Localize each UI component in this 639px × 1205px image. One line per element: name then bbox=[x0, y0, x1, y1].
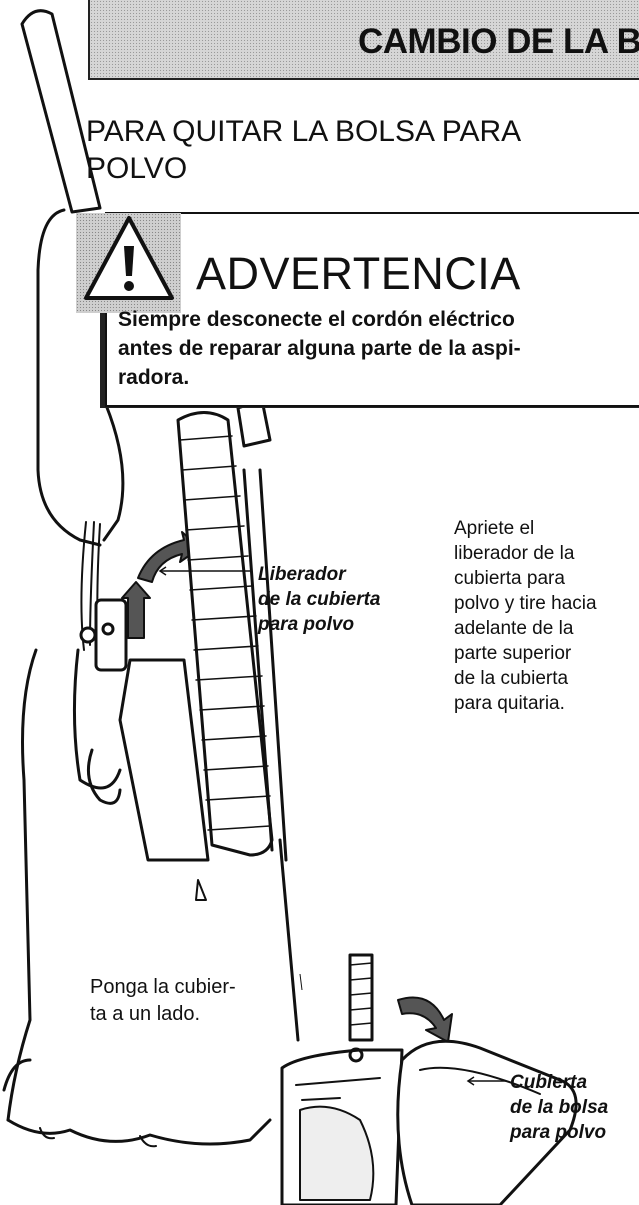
release-callout-line2: de la cubierta bbox=[258, 589, 381, 610]
release-callout-line3: para polvo bbox=[258, 614, 355, 635]
step1-line: Apriete el bbox=[454, 518, 535, 539]
instruction-step-1: Apriete el liberador de la cubierta para… bbox=[454, 516, 639, 716]
step1-line: adelante de la bbox=[454, 618, 574, 639]
cover-callout-label: Cubierta de la bolsa para polvo bbox=[510, 1070, 608, 1145]
step1-line: cubierta para bbox=[454, 568, 565, 589]
warning-title: ADVERTENCIA bbox=[196, 248, 521, 299]
vacuum-base bbox=[6, 1118, 272, 1146]
vacuum-body-left bbox=[6, 648, 38, 1122]
vacuum-handle bbox=[20, 9, 102, 214]
section-heading-line1: PARA QUITAR LA BOLSA PARA bbox=[86, 115, 522, 148]
step1-line: liberador de la bbox=[454, 543, 575, 564]
dust-bag bbox=[299, 1105, 375, 1201]
dust-cover bbox=[118, 658, 210, 862]
section-heading: PARA QUITAR LA BOLSA PARA POLVO bbox=[86, 113, 606, 187]
instruction-step-2: Ponga la cubier- ta a un lado. bbox=[90, 974, 236, 1028]
vacuum-body-upper bbox=[36, 208, 102, 547]
warning-body: Siempre desconecte el cordón eléctrico a… bbox=[118, 305, 618, 392]
section-heading-line2: POLVO bbox=[86, 152, 188, 185]
hose-lower bbox=[348, 953, 374, 1042]
header-banner bbox=[88, 0, 639, 80]
warning-box bbox=[105, 212, 639, 407]
cover-callout-line2: de la bolsa bbox=[510, 1097, 609, 1118]
step1-line: polvo y tire hacia bbox=[454, 593, 597, 614]
step1-line: para quitaria. bbox=[454, 693, 565, 714]
warning-body-line2: antes de reparar alguna parte de la aspi… bbox=[118, 337, 521, 360]
warning-body-line1: Siempre desconecte el cordón eléctrico bbox=[118, 308, 515, 331]
step1-line: de la cubierta bbox=[454, 668, 569, 689]
step1-line: parte superior bbox=[454, 643, 572, 664]
cover-callout-line3: para polvo bbox=[510, 1122, 607, 1143]
cover-callout-line1: Cubierta bbox=[510, 1072, 588, 1093]
bag-cover bbox=[396, 1039, 578, 1205]
release-lever bbox=[94, 598, 128, 672]
release-callout-label: Liberador de la cubierta para polvo bbox=[258, 562, 381, 637]
step2-line2: ta a un lado. bbox=[90, 1003, 201, 1025]
step2-line1: Ponga la cubier- bbox=[90, 976, 236, 998]
page-title: CAMBIO DE LA B bbox=[358, 22, 639, 61]
release-callout-line1: Liberador bbox=[258, 564, 346, 585]
warning-body-line3: radora. bbox=[118, 366, 190, 389]
warning-triangle-exclamation-icon bbox=[84, 216, 174, 300]
arrow-lift-icon bbox=[121, 581, 151, 639]
arrow-remove-icon bbox=[397, 996, 453, 1043]
